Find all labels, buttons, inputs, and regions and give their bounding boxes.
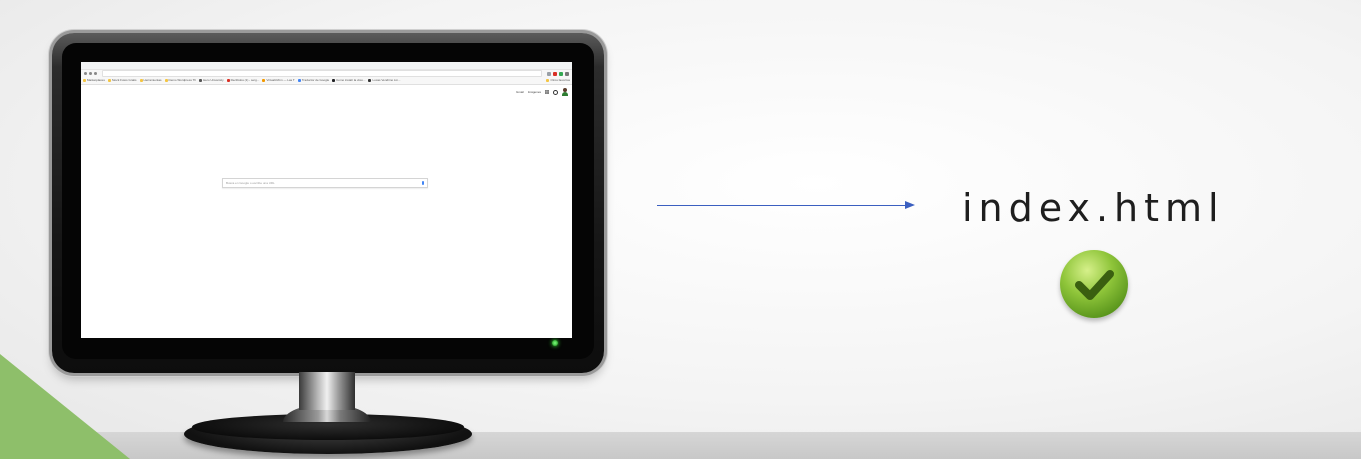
bookmark-item[interactable]: Recibidos (1) - serg... (226, 78, 260, 82)
google-top-links: Gmail Imágenes (516, 88, 568, 96)
address-bar-row (81, 70, 572, 77)
bookmark-item[interactable]: Virtualizzbm — Las T (262, 78, 295, 82)
file-name: index.html (962, 186, 1225, 230)
bookmark-item[interactable]: Hero University (199, 79, 224, 82)
folder-icon (546, 79, 550, 82)
extension-icon[interactable] (559, 71, 563, 76)
browser-window: Marketplaces Stock Fotos Gratis Herramient… (81, 62, 572, 338)
power-led-icon (552, 340, 558, 346)
extension-icon[interactable] (553, 71, 557, 76)
bookmark-favicon-icon (164, 79, 168, 82)
images-link[interactable]: Imágenes (527, 90, 541, 94)
star-icon[interactable] (547, 71, 551, 76)
arrow-line (657, 205, 907, 206)
forward-icon[interactable] (89, 72, 92, 75)
bookmark-label: Herramientas (143, 78, 162, 82)
bookmark-label: Stock Fotos Gratis (111, 78, 137, 82)
settings-icon[interactable] (553, 89, 558, 95)
gmail-link[interactable]: Gmail (515, 90, 524, 94)
arrow-head-icon (905, 201, 915, 209)
monitor-neck (299, 372, 355, 410)
bookmark-item[interactable]: Marketplaces (83, 79, 105, 82)
apps-grid-icon[interactable] (545, 90, 549, 94)
bookmark-label: Recibidos (1) - serg... (230, 78, 260, 82)
bookmark-item[interactable]: Stock Fotos Gratis (107, 78, 137, 82)
bookmark-favicon-icon (297, 79, 301, 82)
address-input[interactable] (102, 70, 542, 77)
bookmark-item[interactable]: Como instalr la visio... (332, 79, 365, 82)
tab-bar (81, 62, 572, 70)
bookmark-favicon-icon (107, 79, 111, 82)
bookmark-favicon-icon (199, 79, 203, 82)
bookmark-label: Como instalr la visio... (336, 78, 366, 82)
bookmark-label: Hero University (203, 78, 224, 82)
menu-icon[interactable] (565, 71, 569, 76)
bookmark-favicon-icon (139, 79, 143, 82)
bookmark-label: Traductor de Google (301, 78, 330, 82)
reload-icon[interactable] (94, 72, 97, 75)
microphone-icon[interactable] (422, 181, 424, 185)
bookmark-favicon-icon (368, 79, 372, 82)
bookmark-favicon-icon (262, 79, 266, 82)
other-bookmarks[interactable]: Otros favoritos (546, 79, 570, 82)
back-icon[interactable] (84, 72, 87, 75)
bookmark-item[interactable]: Lucas Vendrino Lin... (368, 78, 401, 82)
bookmark-item[interactable]: Herramientas (139, 78, 162, 82)
bookmark-favicon-icon (226, 79, 230, 82)
avatar[interactable] (562, 88, 568, 96)
bookmark-label: Virtualizzbm — Las T (266, 78, 295, 82)
bookmark-item[interactable]: Demo Wordpress Th (164, 78, 197, 82)
search-input[interactable]: Busca en Google o escribe una URL (222, 178, 428, 188)
bookmark-label: Demo Wordpress Th (168, 78, 197, 82)
bookmark-favicon-icon (332, 79, 336, 82)
monitor: Marketplaces Stock Fotos Gratis Herramient… (52, 33, 604, 373)
search-placeholder: Busca en Google o escribe una URL (226, 181, 275, 185)
other-bookmarks-label: Otros favoritos (550, 78, 570, 82)
bookmark-label: Lucas Vendrino Lin... (372, 78, 401, 82)
checkmark-icon (1060, 250, 1128, 318)
bookmarks-bar: Marketplaces Stock Fotos Gratis Herramient… (81, 77, 572, 85)
bookmark-item[interactable]: Traductor de Google (297, 78, 330, 82)
bookmark-label: Marketplaces (87, 78, 105, 82)
bookmark-favicon-icon (83, 79, 86, 82)
